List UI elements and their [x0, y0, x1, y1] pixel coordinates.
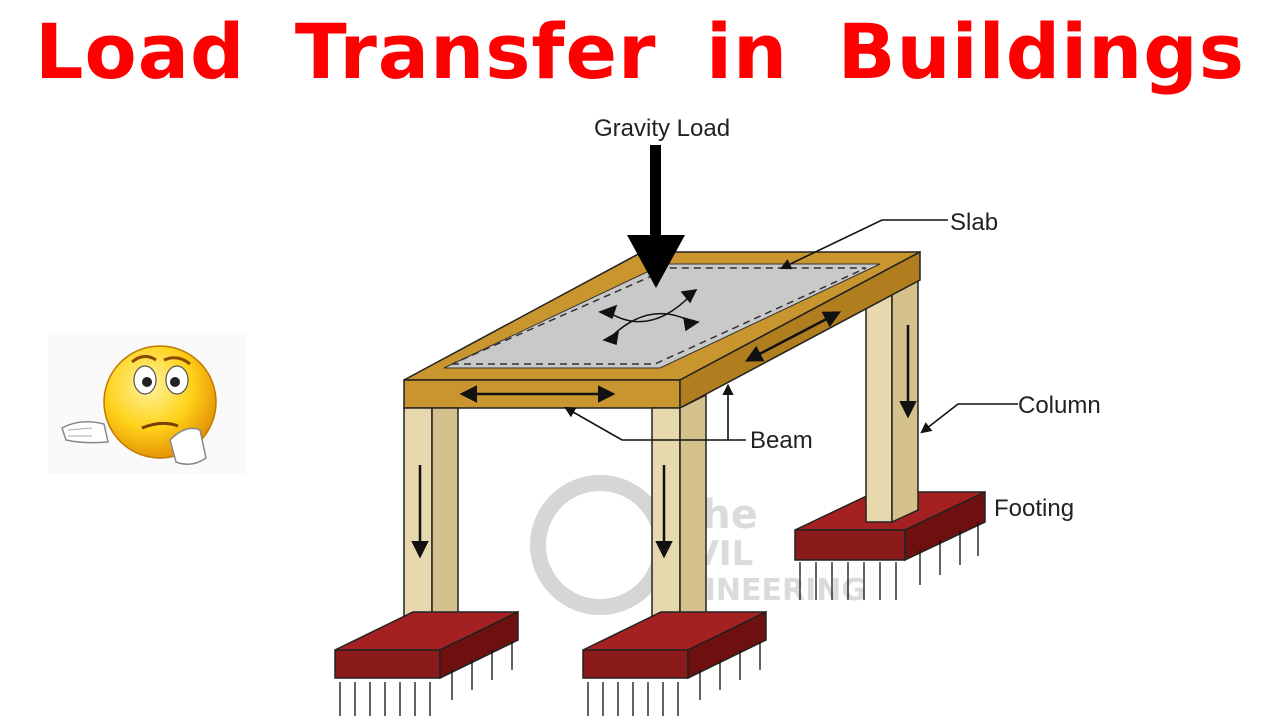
label-footing: Footing — [994, 495, 1074, 522]
label-beam: Beam — [750, 427, 813, 454]
soil-reaction-arrows-front — [339, 642, 761, 716]
label-column: Column — [1018, 392, 1101, 419]
thinking-emoji-icon — [48, 332, 246, 474]
leader-lines — [564, 219, 1018, 441]
label-slab: Slab — [950, 209, 998, 236]
column-front-middle — [651, 393, 707, 642]
column-back-right — [865, 270, 919, 524]
footing-front-middle — [582, 610, 767, 680]
load-path-arrows — [411, 311, 917, 559]
footing-front-left — [334, 610, 519, 680]
label-gravity-load: Gravity Load — [594, 115, 730, 142]
column-front-left — [403, 407, 459, 642]
two-way-slab-arrows — [598, 289, 700, 345]
page-title: Load Transfer in Buildings — [35, 7, 1245, 96]
soil-reaction-arrows-back-right — [799, 522, 979, 600]
gravity-load-arrow — [627, 145, 685, 288]
